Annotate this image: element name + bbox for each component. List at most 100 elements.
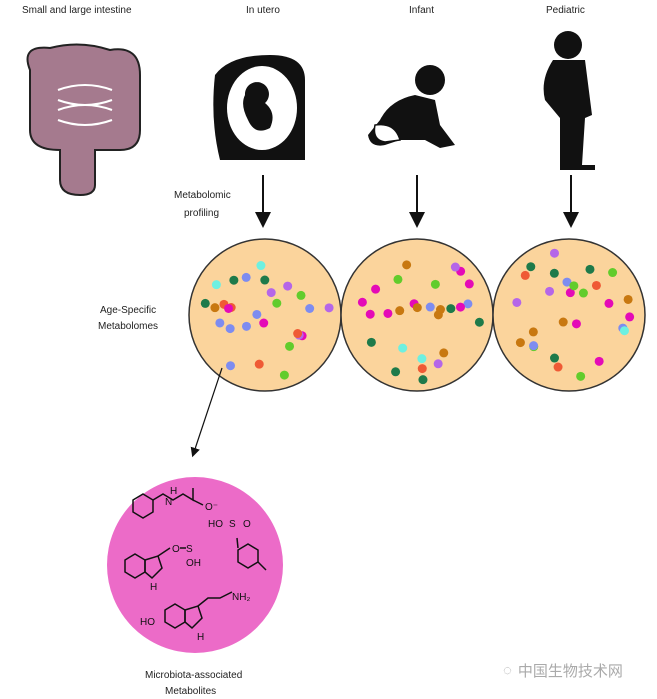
label-microbiota: Microbiota-associated [145, 670, 243, 681]
label-intestine: Small and large intestine [22, 5, 132, 16]
label-infant: Infant [409, 5, 435, 16]
metabolite-dot [463, 299, 473, 309]
metabolite-dot [417, 354, 427, 364]
chem-n: N [165, 497, 172, 508]
microbiota-metabolites-circle [107, 477, 283, 653]
metabolite-dot [526, 262, 536, 272]
metabolite-dot [585, 264, 595, 274]
metabolite-dot [550, 353, 560, 363]
metabolite-dot [391, 367, 401, 377]
metabolite-dot [591, 280, 601, 290]
metabolite-dot [464, 279, 474, 289]
metabolite-dot [515, 338, 525, 348]
metabolite-dot [366, 337, 376, 347]
metabolite-dot [226, 361, 236, 371]
fetus-icon [213, 55, 305, 160]
metabolite-dot [528, 327, 538, 337]
label-metabolites: Metabolites [165, 686, 217, 697]
metabolite-dot [260, 275, 270, 285]
infant-icon [368, 65, 455, 148]
metabolite-dot [578, 288, 588, 298]
metabolite-dot [512, 297, 522, 307]
metabolite-dot [324, 303, 334, 313]
metabolite-dot [623, 294, 633, 304]
metabolite-dot [283, 281, 293, 291]
metabolite-dot [365, 309, 375, 319]
metabolite-dot [398, 343, 408, 353]
watermark: ◌ 中国生物技术网 [503, 660, 623, 681]
metabolite-dot [604, 298, 614, 308]
wechat-icon: ◌ [503, 662, 512, 679]
label-metabolomes: Metabolomes [98, 321, 159, 332]
metabolite-dot [545, 286, 555, 296]
metabolite-dot [425, 302, 435, 312]
metabolite-dot [569, 281, 579, 291]
chem-o-minus: O⁻ [205, 502, 218, 513]
arrows [255, 175, 579, 228]
metabolite-dot [619, 326, 629, 336]
chem-ho: HO [208, 519, 223, 530]
metabolite-dot [412, 303, 422, 313]
label-metabolomic: Metabolomic [174, 190, 231, 201]
metabolite-dot [210, 303, 220, 313]
chem-o2: O [172, 544, 180, 555]
metabolite-dot [450, 262, 460, 272]
metabolite-dot [433, 359, 443, 369]
chem-nh: H [170, 486, 177, 497]
chem-nh2: NH₂ [232, 592, 250, 603]
metabolite-dot [549, 268, 559, 278]
chem-o1: O [243, 519, 251, 530]
metabolite-dot [529, 341, 539, 351]
metabolite-dot [224, 303, 234, 313]
child-icon [543, 31, 595, 170]
chem-s2: S [186, 544, 193, 555]
metabolite-dot [266, 288, 276, 298]
metabolite-dot [446, 304, 456, 314]
metabolite-dot [625, 312, 635, 322]
watermark-text: 中国生物技术网 [517, 663, 623, 680]
metabolite-dot [520, 270, 530, 280]
metabolite-dot [402, 260, 412, 270]
metabolite-dot [200, 298, 210, 308]
metabolite-dot [571, 319, 581, 329]
chem-nh-serotonin: H [197, 632, 204, 643]
label-profiling: profiling [184, 208, 220, 219]
metabolite-dot [241, 321, 251, 331]
chem-nh-indole: H [150, 582, 157, 593]
chem-s1: S [229, 519, 236, 530]
label-age-specific: Age-Specific [100, 305, 157, 316]
metabolite-dot [608, 268, 618, 278]
metabolite-dot [252, 309, 262, 319]
label-pediatric: Pediatric [546, 5, 585, 16]
metabolite-dot [256, 261, 266, 271]
metabolite-dot [241, 272, 251, 282]
metabolite-dot [272, 298, 282, 308]
metabolite-dot [558, 317, 568, 327]
intestine-illustration [26, 43, 141, 197]
label-in-utero: In utero [246, 5, 280, 16]
metabolite-dot [435, 305, 445, 315]
metabolite-dot [549, 248, 559, 258]
arrow-microbiota [190, 367, 223, 458]
metabolite-dot [395, 306, 405, 316]
metabolite-dot [296, 290, 306, 300]
metabolite-dot [211, 280, 221, 290]
chem-ho2: HO [140, 617, 155, 628]
metabolite-dot [439, 348, 449, 358]
metabolome-in-utero [188, 238, 342, 392]
metabolite-dot [225, 324, 235, 334]
metabolite-dot [285, 341, 295, 351]
metabolite-dot [430, 279, 440, 289]
metabolite-dot [254, 359, 264, 369]
metabolite-dot [553, 362, 563, 372]
chemical-structures [124, 488, 267, 630]
metabolite-dot [371, 284, 381, 294]
metabolite-dot [259, 318, 269, 328]
metabolite-dot [576, 371, 586, 381]
metabolite-dot [455, 302, 465, 312]
metabolite-dot [474, 317, 484, 327]
metabolite-dot [418, 375, 428, 385]
metabolome-pediatric [492, 238, 646, 392]
metabolite-dot [383, 308, 393, 318]
